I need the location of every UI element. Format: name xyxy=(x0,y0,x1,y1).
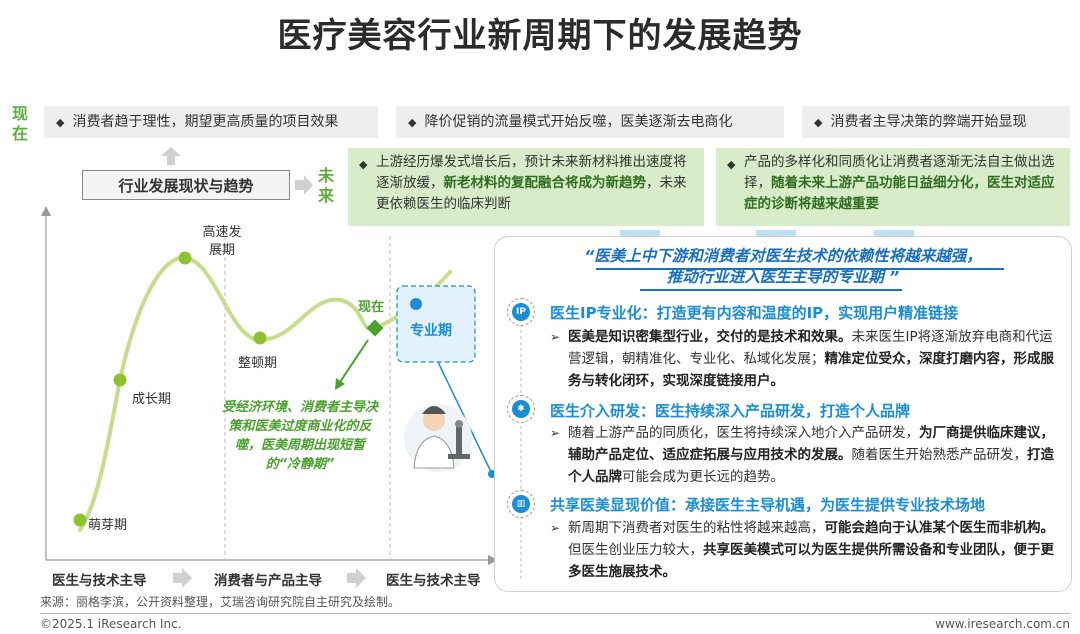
future-item-2: ◆ 产品的多样化和同质化让消费者逐渐无法自主做出选择，随着未来上游产品功能日益细… xyxy=(716,148,1070,226)
point-now xyxy=(366,319,384,337)
section-share-body: ➢ 新周期下消费者对医生的粘性将越来越高，可能会趋向于认准某个医生而非机构。但医… xyxy=(550,517,1060,583)
arrow-bullet-icon: ➢ xyxy=(550,521,561,535)
axis-label-doctor-2: 医生与技术主导 xyxy=(386,573,481,589)
phase-professional: 专业期 xyxy=(410,323,452,339)
up-arrow-icon xyxy=(161,147,181,165)
source-note: 来源：丽格李滨，公开资料整理，艾瑞咨询研究院自主研究及绘制。 xyxy=(40,595,401,609)
timeline-line xyxy=(520,300,522,582)
future-item-2-text: 产品的多样化和同质化让消费者逐渐无法自主做出选择， xyxy=(744,154,1055,191)
point-growth xyxy=(113,373,127,387)
section-rd-text-1: 随着上游产品的同质化，医生将持续深入地介入产品研发， xyxy=(568,425,919,441)
section-rd-bold-1: 为厂商提供临床建议，辅助产品定位、适应症拓展与应用技术的发展。 xyxy=(568,425,1054,463)
quote-line-1: “医美上中下游和消费者对医生技术的依赖性将越来越强， xyxy=(584,247,982,265)
phase-rectify: 整顿期 xyxy=(238,356,278,371)
axis-arrow-icon xyxy=(347,568,366,588)
gear-icon: ✱ xyxy=(507,395,535,423)
point-professional xyxy=(410,298,422,310)
section-ip-bold-1: 医美是知识密集型行业，交付的是技术和效果。 xyxy=(568,329,852,345)
future-item-2-bold: 随着未来上游产品功能日益细分化，医生对适应症的诊断将越来越重要 xyxy=(744,175,1055,212)
point-rectify xyxy=(253,331,267,345)
doctor-microscope-icon xyxy=(404,404,472,472)
now-item-2: 降价促销的流量模式开始反噬，医美逐渐去电商化 xyxy=(396,106,784,138)
now-label: 现在 xyxy=(12,104,29,143)
section-share-title: 共享医美显现价值：承接医生主导机遇，为医生提供专业技术场地 xyxy=(550,496,986,514)
section-share-bold-1: 可能会趋向于认准某个医生而非机构。 xyxy=(824,520,1055,536)
future-item-1-text: 上游经历爆发式增长后，预计未来新材料推出速度将逐渐放缓， xyxy=(376,154,687,191)
ip-icon: IP xyxy=(507,298,535,326)
section-share-text-1: 新周期下消费者对医生的粘性将越来越高， xyxy=(568,520,825,536)
phase-now: 现在 xyxy=(358,300,385,315)
page-title: 医疗美容行业新周期下的发展趋势 xyxy=(277,16,803,56)
future-item-1: ◆ 上游经历爆发式增长后，预计未来新材料推出速度将逐渐放缓，新老材料的复配融合将… xyxy=(348,148,704,226)
section-rd-text-2: 随着医生开始熟悉产品研发， xyxy=(851,447,1028,463)
lifecycle-curve-chart xyxy=(41,206,498,565)
footer-website[interactable]: www.iresearch.com.cn xyxy=(935,617,1070,631)
cooling-period-note: 受经济环境、消费者主导决策和医美过度商业化的反噬，医美周期出现短暂的“冷静期” xyxy=(221,400,378,472)
industry-trend-box: 行业发展现状与趋势 xyxy=(82,170,290,200)
section-ip-bold-2: 精准定位受众，深度打磨内容，形成服务与转化闭环，实现深度链接用户。 xyxy=(568,351,1054,389)
point-rapid xyxy=(178,251,192,265)
diamond-bullet-icon: ◆ xyxy=(359,158,368,171)
phase-sprout: 萌芽期 xyxy=(88,518,128,533)
future-label: 未来 xyxy=(318,166,335,205)
panel-quote: “医美上中下游和消费者对医生技术的依赖性将越来越强， 推动行业进入医生主导的专业… xyxy=(500,246,1066,288)
right-arrow-icon xyxy=(295,175,313,195)
quote-line-2: 推动行业进入医生主导的专业期 ” xyxy=(666,268,900,286)
section-rd-body: ➢ 随着上游产品的同质化，医生将持续深入地介入产品研发，为厂商提供临床建议，辅助… xyxy=(550,422,1060,488)
section-ip-title: 医生IP专业化：打造更有内容和温度的IP，实现用户精准链接 xyxy=(550,304,959,322)
point-sprout xyxy=(73,513,87,527)
axis-label-consumer: 消费者与产品主导 xyxy=(214,573,322,589)
phase-rapid: 高速发 展期 xyxy=(198,224,246,260)
now-item-3: 消费者主导决策的弊端开始显现 xyxy=(802,106,1070,138)
section-rd-bold-2: 打造个人品牌 xyxy=(568,447,1054,485)
building-icon: ▥ xyxy=(507,490,535,518)
quote-underline-1 xyxy=(596,268,1004,270)
section-ip-text: 未来医生IP将逐渐放弃电商和代运营逻辑，朝精准化、专业化、私域化发展； xyxy=(568,329,1053,367)
phase-rapid-line1: 高速发 xyxy=(202,225,242,240)
section-share-text-2: 但医生创业压力较大， xyxy=(568,542,703,558)
section-ip-body: ➢ 医美是知识密集型行业，交付的是技术和效果。未来医生IP将逐渐放弃电商和代运营… xyxy=(550,326,1060,392)
arrow-bullet-icon: ➢ xyxy=(550,330,561,344)
phase-growth: 成长期 xyxy=(132,392,172,407)
arrow-bullet-icon: ➢ xyxy=(550,426,561,440)
future-item-1-bold: 新老材料的复配融合将成为新趋势 xyxy=(443,175,647,191)
footer-copyright: ©2025.1 iResearch Inc. xyxy=(40,617,182,631)
now-item-1: 消费者趋于理性，期望更高质量的项目效果 xyxy=(44,106,378,138)
future-item-1-text-2: ，未来更依赖医生的临床判断 xyxy=(376,175,687,212)
section-share-bold-2: 共享医美模式可以为医生提供所需设备和专业团队，便于更多医生施展技术。 xyxy=(568,542,1054,580)
phase-rapid-line2: 展期 xyxy=(208,243,235,258)
axis-arrow-icon xyxy=(173,568,192,588)
trend-panel xyxy=(494,236,1072,592)
section-rd-text-3: 可能会成为更长远的趋势。 xyxy=(622,469,784,485)
axis-label-doctor-1: 医生与技术主导 xyxy=(52,573,147,589)
quote-underline-2 xyxy=(640,289,902,291)
diamond-bullet-icon: ◆ xyxy=(727,158,736,171)
footer-divider xyxy=(40,613,1070,614)
section-rd-title: 医生介入研发：医生持续深入产品研发，打造个人品牌 xyxy=(550,402,911,420)
